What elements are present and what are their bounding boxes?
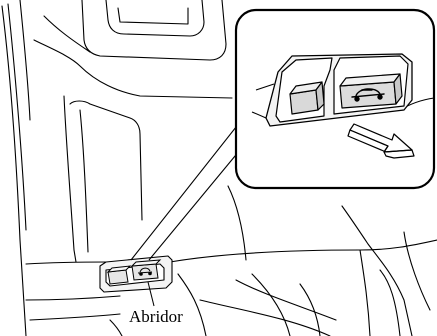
opener-label: Abridor (129, 307, 183, 326)
inset-opener-lever (334, 56, 408, 114)
opener-lever-small (132, 260, 160, 280)
callout-lines (131, 122, 240, 260)
inset-magnified-view (236, 10, 434, 188)
fuel-lid-lever (108, 266, 130, 284)
